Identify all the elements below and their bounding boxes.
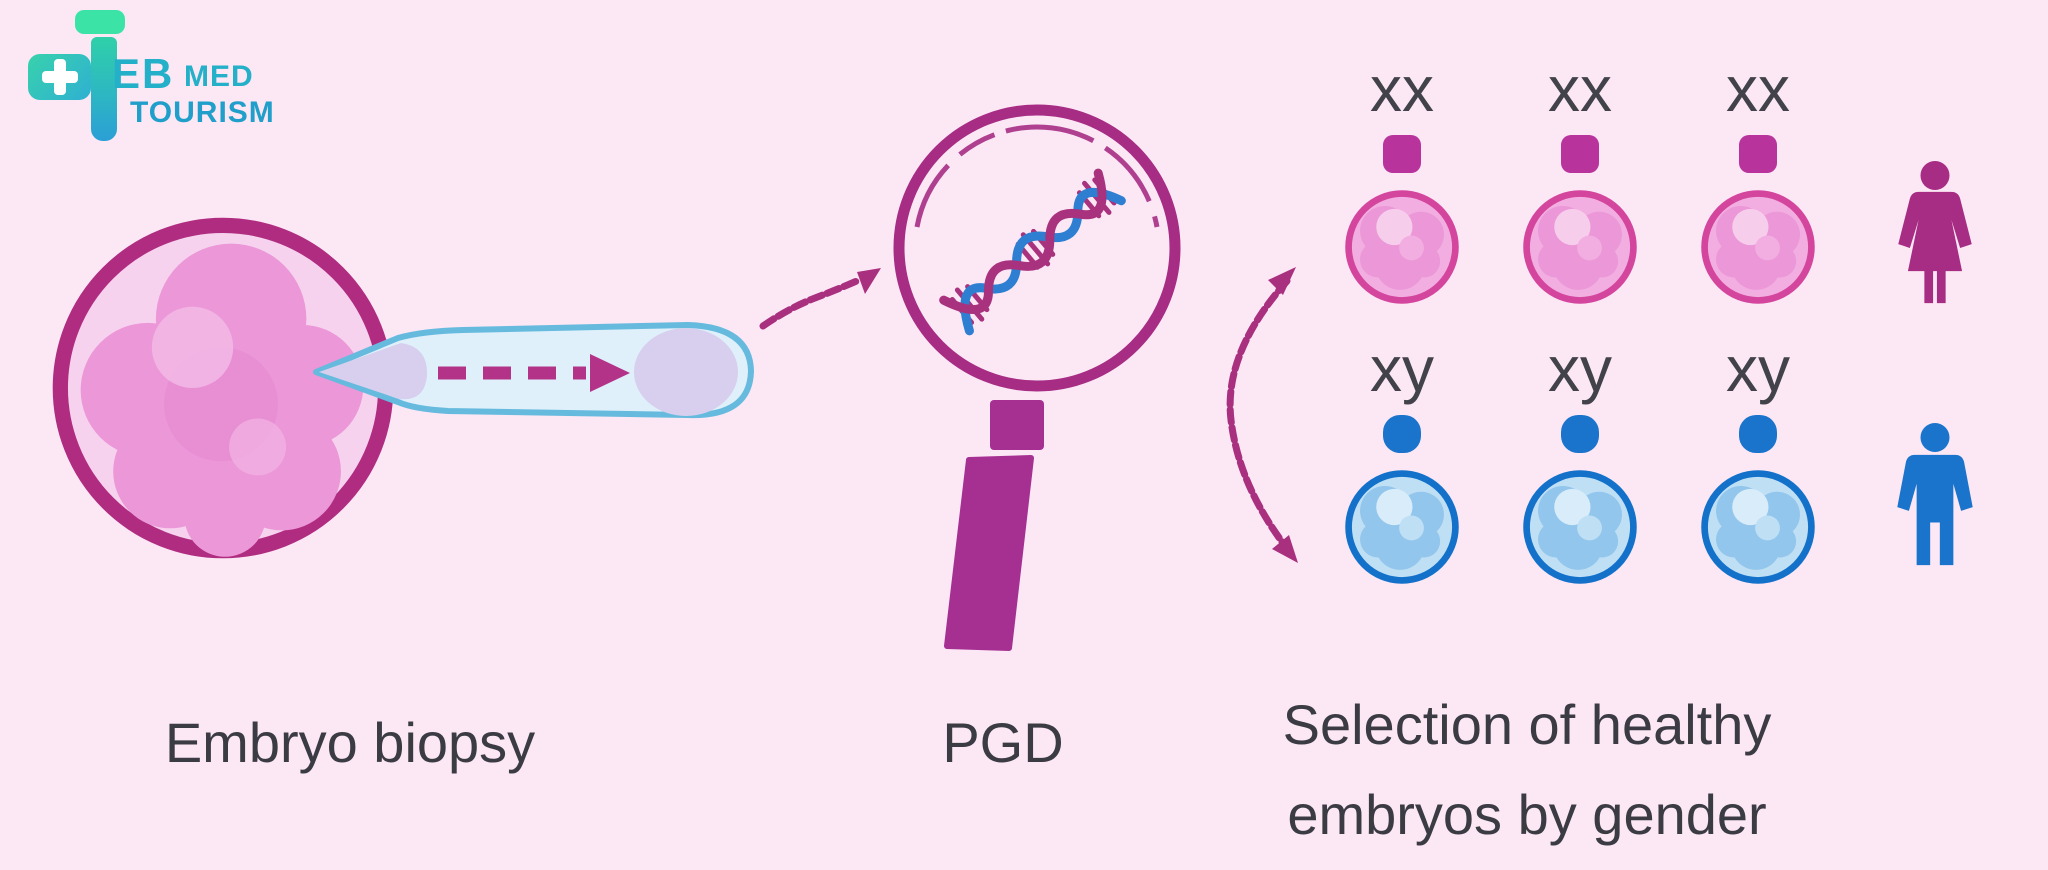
- female-embryo-group: xx: [1337, 55, 1467, 315]
- female-embryo-icon: [1696, 185, 1820, 309]
- chromosome-label: xx: [1370, 53, 1434, 125]
- male-embryo-group: xy: [1337, 335, 1467, 595]
- biopsied-cell: [634, 328, 738, 416]
- male-figure-icon: [1880, 422, 1990, 567]
- biopsy-pipette: [313, 322, 754, 419]
- female-embryo-group: xx: [1693, 55, 1823, 315]
- male-cell-dot: [1561, 415, 1599, 453]
- dna-helix-icon: [939, 168, 1126, 336]
- caption-selection: Selection of healthy embryos by gender: [1262, 680, 1792, 860]
- caption-embryo-biopsy: Embryo biopsy: [164, 711, 536, 774]
- male-embryo-group: xy: [1515, 335, 1645, 595]
- female-cell-dot: [1561, 135, 1599, 173]
- logo-text-tourism: TOURISM: [130, 96, 275, 129]
- female-embryo-icon: [1518, 185, 1642, 309]
- male-embryo-icon: [1518, 465, 1642, 589]
- logo-t-stem: [91, 37, 117, 141]
- chromosome-label: xx: [1548, 53, 1612, 125]
- female-figure-icon: [1880, 160, 1990, 305]
- chromosome-label: xx: [1726, 53, 1790, 125]
- arrow-to-pgd-icon: [759, 268, 881, 330]
- female-embryo-icon: [1340, 185, 1464, 309]
- male-embryo-group: xy: [1693, 335, 1823, 595]
- medical-cross-icon: [28, 54, 91, 100]
- female-embryo-group: xx: [1515, 55, 1645, 315]
- split-arrow-icon: [1226, 267, 1298, 563]
- female-cell-dot: [1739, 135, 1777, 173]
- male-embryo-icon: [1696, 465, 1820, 589]
- male-cell-dot: [1739, 415, 1777, 453]
- chromosome-label: xy: [1370, 333, 1434, 405]
- chromosome-label: xy: [1726, 333, 1790, 405]
- tebmed-tourism-logo: EB MED TOURISM: [12, 4, 302, 149]
- magnifier-handle: [944, 455, 1034, 651]
- magnifier-lens: [893, 104, 1181, 392]
- caption-selection-line2: embryos by gender: [1287, 783, 1767, 846]
- pgd-magnifier: [893, 104, 1181, 651]
- logo-cap-shape: [75, 10, 125, 34]
- male-embryo-icon: [1340, 465, 1464, 589]
- caption-pgd: PGD: [942, 711, 1064, 774]
- logo-text-med: MED: [184, 60, 254, 93]
- caption-selection-line1: Selection of healthy: [1282, 693, 1772, 756]
- female-cell-dot: [1383, 135, 1421, 173]
- chromosome-label: xy: [1548, 333, 1612, 405]
- suction-arrowhead-icon: [590, 354, 630, 392]
- logo-text-eb: EB: [112, 50, 175, 97]
- male-cell-dot: [1383, 415, 1421, 453]
- magnifier-collar: [990, 400, 1044, 450]
- extracted-cell-in-tip: [319, 343, 428, 400]
